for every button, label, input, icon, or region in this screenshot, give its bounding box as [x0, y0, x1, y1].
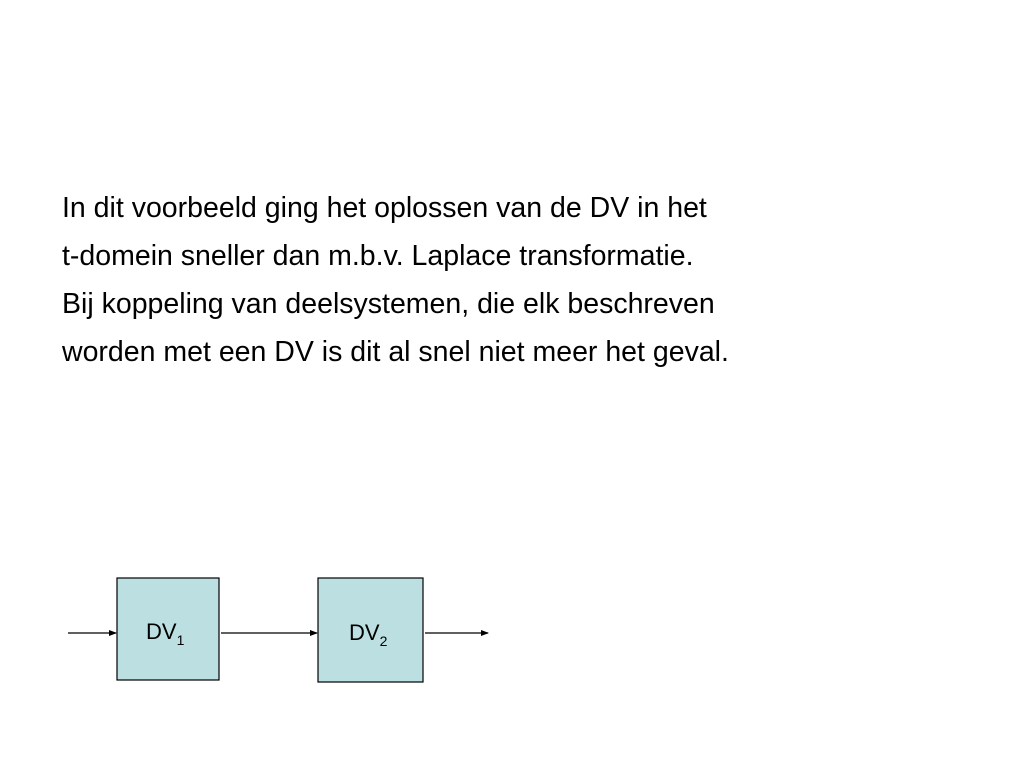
block-dv1-subscript: 1 — [177, 632, 185, 648]
paragraph-line: t-domein sneller dan m.b.v. Laplace tran… — [62, 240, 694, 272]
body-paragraph: In dit voorbeeld ging het oplossen van d… — [62, 184, 982, 376]
block-dv2: DV2 — [317, 577, 424, 683]
block-dv2-name: DV — [349, 620, 380, 645]
block-dv2-subscript: 2 — [380, 633, 388, 649]
paragraph-line: In dit voorbeeld ging het oplossen van d… — [62, 192, 707, 224]
block-dv1-box — [116, 577, 220, 681]
paragraph-line: Bij koppeling van deelsystemen, die elk … — [62, 288, 715, 320]
paragraph-line: worden met een DV is dit al snel niet me… — [62, 336, 729, 368]
block-dv1-name: DV — [146, 619, 177, 644]
block-dv1: DV1 — [116, 577, 220, 681]
block-dv1-label: DV1 — [146, 619, 185, 648]
block-dv2-box — [317, 577, 424, 683]
block-dv2-label: DV2 — [349, 620, 388, 649]
